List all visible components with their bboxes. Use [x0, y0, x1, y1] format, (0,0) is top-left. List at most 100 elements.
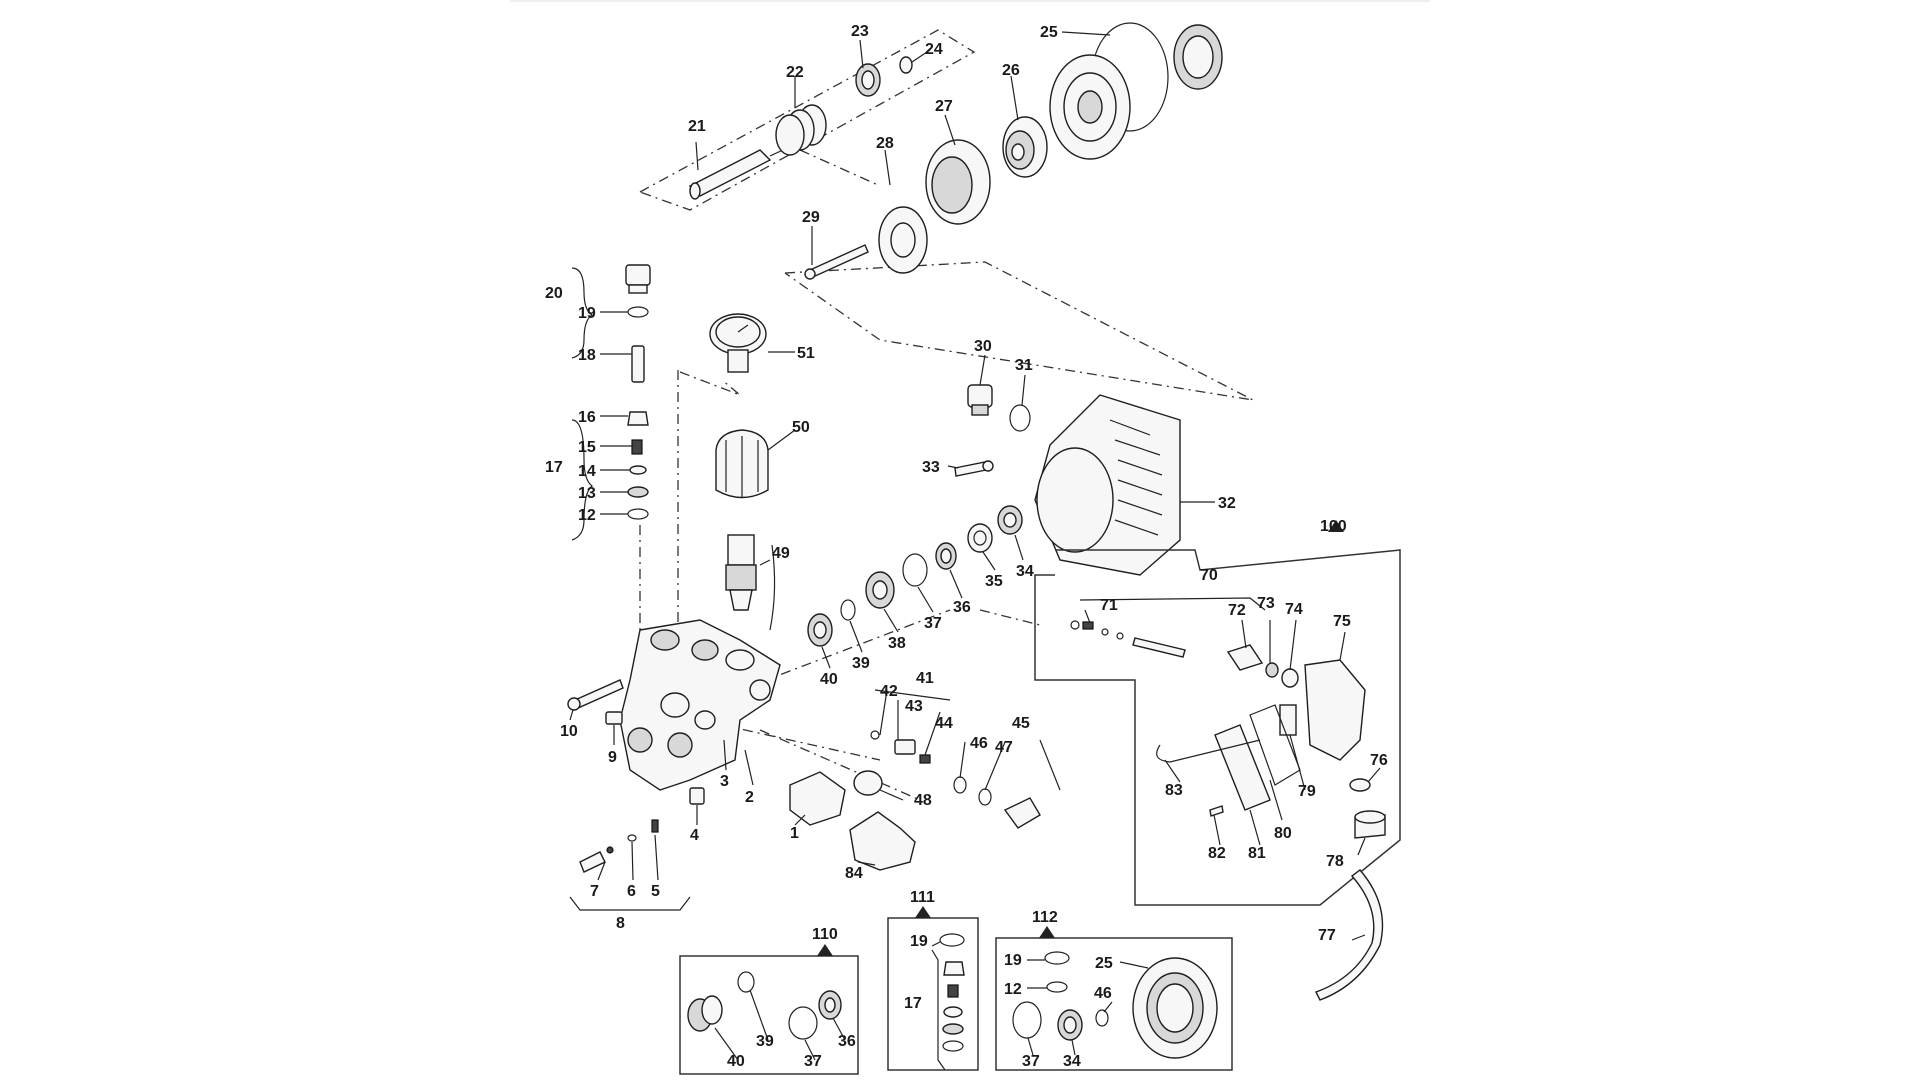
- part-28-washer: [878, 206, 928, 274]
- top-edge-line: [510, 0, 1430, 2]
- part-51-gauge: [709, 313, 767, 373]
- part-33-bolt: [954, 460, 994, 477]
- kit-110-box: [679, 944, 859, 1075]
- part-74-seal: [1281, 668, 1299, 688]
- callout-41: 41: [916, 670, 934, 687]
- callout-74: 74: [1285, 601, 1303, 618]
- part-84-coupler: [849, 811, 916, 871]
- callout-18: 18: [578, 347, 596, 364]
- kit-110-part-40: 40: [727, 1053, 745, 1070]
- part-29-bolt: [804, 244, 869, 280]
- callout-75: 75: [1333, 613, 1351, 630]
- callout-42: 42: [880, 683, 898, 700]
- callout-14: 14: [578, 463, 596, 480]
- callout-26: 26: [1002, 62, 1020, 79]
- kit-111-box: [887, 906, 979, 1071]
- part-14-ring: [629, 465, 647, 475]
- part-47-oring: [978, 788, 992, 806]
- part-77-hose: [1315, 869, 1384, 1001]
- callout-numbers: 21 22 23 24 25 26 27 28 29 20 19 18 16 1…: [545, 23, 1388, 944]
- callout-36: 36: [953, 599, 971, 616]
- part-22-spring: [775, 104, 827, 156]
- kit-111-part-19: 19: [910, 933, 928, 950]
- callout-34: 34: [1016, 563, 1034, 580]
- part-38-seal: [865, 571, 895, 609]
- part-83-hose-clip: [1156, 739, 1261, 763]
- kit-110-title: 110: [812, 926, 838, 943]
- callout-72: 72: [1228, 602, 1246, 619]
- callout-39: 39: [852, 655, 870, 672]
- part-9-plug: [605, 711, 623, 725]
- callout-77: 77: [1318, 927, 1336, 944]
- part-16-valve: [627, 411, 649, 426]
- callout-30: 30: [974, 338, 992, 355]
- part-20-cap: [625, 264, 651, 294]
- leader-lines: [569, 31, 1381, 1071]
- callout-48: 48: [914, 792, 932, 809]
- part-82-screw: [1209, 805, 1224, 817]
- callout-78: 78: [1326, 853, 1344, 870]
- callout-1: 1: [790, 825, 799, 842]
- part-50-knob: [715, 429, 769, 499]
- callout-21: 21: [688, 118, 706, 135]
- callout-40: 40: [820, 671, 838, 688]
- part-39-ring: [840, 599, 856, 621]
- callout-9: 9: [608, 749, 617, 766]
- callout-4: 4: [690, 827, 699, 844]
- callout-12: 12: [578, 507, 596, 524]
- callout-46: 46: [970, 735, 988, 752]
- callout-33: 33: [922, 459, 940, 476]
- kit-112-box: [995, 926, 1233, 1071]
- callout-24: 24: [925, 41, 943, 58]
- part-24-ring: [899, 56, 913, 74]
- callout-84: 84: [845, 865, 863, 882]
- part-76-cap: [1349, 778, 1371, 792]
- part-1-fitting: [789, 771, 846, 826]
- callout-43: 43: [905, 698, 923, 715]
- callout-17: 17: [545, 459, 563, 476]
- callout-38: 38: [888, 635, 906, 652]
- part-13-seat: [627, 486, 649, 498]
- callout-70: 70: [1200, 567, 1218, 584]
- callout-2: 2: [745, 789, 754, 806]
- kit-100-marker: [1328, 520, 1344, 532]
- part-48-plug: [853, 770, 883, 796]
- callout-73: 73: [1257, 595, 1275, 612]
- part-72-nut: [1226, 644, 1264, 671]
- kit-112-part-25: 25: [1095, 955, 1113, 972]
- part-12-oring: [627, 508, 649, 520]
- part-75-housing: [1304, 659, 1366, 761]
- part-8-inlet: [579, 819, 659, 873]
- kit-110-part-37: 37: [804, 1053, 822, 1070]
- callout-100: 100: [1320, 518, 1347, 535]
- part-18-pin: [631, 345, 645, 383]
- callout-44: 44: [935, 715, 953, 732]
- part-42-ball: [870, 730, 880, 740]
- callout-20: 20: [545, 285, 563, 302]
- kit-112-part-46: 46: [1094, 985, 1112, 1002]
- kit-111-title: 111: [910, 889, 935, 906]
- callout-6: 6: [627, 883, 636, 900]
- part-30-plug: [967, 384, 993, 416]
- callout-50: 50: [792, 419, 810, 436]
- part-81-cover: [1214, 724, 1271, 811]
- callout-15: 15: [578, 439, 596, 456]
- part-45-nipple: [1003, 797, 1041, 829]
- kit-112-part-12: 12: [1004, 981, 1022, 998]
- callout-23: 23: [851, 23, 869, 40]
- callout-76: 76: [1370, 752, 1388, 769]
- callout-80: 80: [1274, 825, 1292, 842]
- callout-82: 82: [1208, 845, 1226, 862]
- kit-100-outline: [1034, 549, 1401, 906]
- part-27-housing-ring: [925, 139, 991, 225]
- callout-81: 81: [1248, 845, 1266, 862]
- kit-112-part-37: 37: [1022, 1053, 1040, 1070]
- part-73-ring: [1265, 662, 1279, 678]
- callout-32: 32: [1218, 495, 1236, 512]
- part-34-seal: [997, 505, 1023, 535]
- part-43-body: [894, 739, 916, 755]
- part-26b-cam: [1002, 116, 1048, 178]
- callout-49: 49: [772, 545, 790, 562]
- part-19-oring: [627, 306, 649, 318]
